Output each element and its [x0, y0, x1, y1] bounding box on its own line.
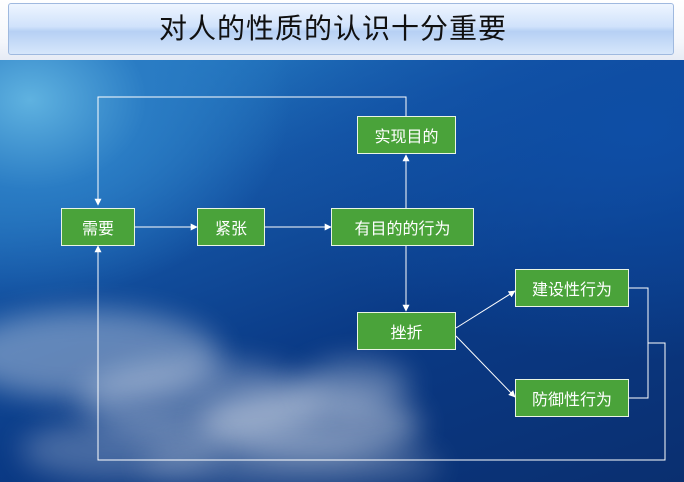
arrow-frustration-to-defensive — [455, 335, 516, 398]
node-tension: 紧张 — [197, 208, 265, 246]
cloud-shape — [140, 440, 440, 482]
node-goal-behavior: 有目的的行为 — [331, 208, 474, 246]
title-bar: 对人的性质的认识十分重要 — [0, 0, 684, 60]
cloud-shape — [0, 310, 220, 400]
node-need: 需要 — [61, 208, 135, 246]
node-defensive: 防御性行为 — [515, 379, 629, 417]
title-box — [8, 3, 674, 55]
cloud-shape — [20, 420, 220, 480]
connector-constructive-bracket — [629, 287, 649, 399]
arrow-achieve-loop-to-need — [94, 96, 407, 206]
node-constructive: 建设性行为 — [515, 269, 629, 307]
slide-title: 对人的性质的认识十分重要 — [158, 12, 507, 45]
node-frustration: 挫折 — [357, 312, 456, 350]
cloud-shape — [200, 390, 420, 460]
cloud-shape — [80, 360, 320, 440]
arrow-frustration-to-constructive — [455, 290, 516, 329]
arrow-bottom-loop-to-need — [94, 245, 666, 461]
cloud-shape — [300, 360, 410, 410]
node-achieve: 实现目的 — [357, 116, 456, 154]
